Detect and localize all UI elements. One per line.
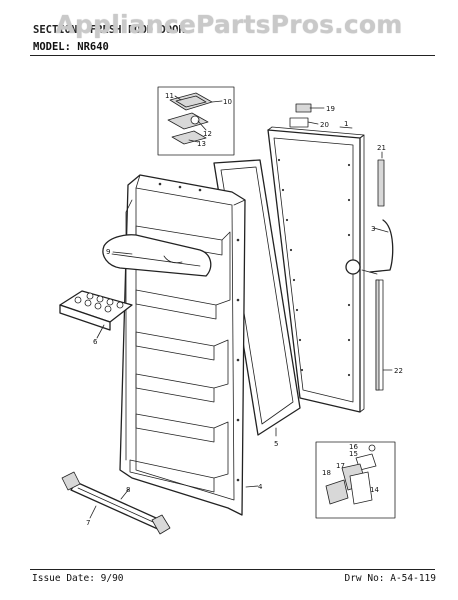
callout-8: 8 [126,486,130,494]
outer-door-1 [267,126,365,413]
callout-22: 22 [394,367,403,375]
callout-4: 4 [258,483,263,491]
watermark: AppliancePartsPros.com [55,10,403,39]
handle-trim-parts [345,159,394,391]
section-title: SECTION: FRESH FOOD DOOR [33,24,185,36]
callout-21: 21 [377,144,386,152]
callout-19: 19 [326,105,335,113]
nameplate-19-20 [289,103,312,128]
shelf-bar-7-8 [61,471,171,535]
callout-16: 16 [349,443,358,451]
callout-18: 18 [322,469,331,477]
callout-6: 6 [93,338,98,346]
callout-13: 13 [197,140,206,148]
callout-5: 5 [274,440,278,448]
callout-10: 10 [223,98,232,106]
detail-box-14-18 [315,441,396,519]
callout-3: 3 [371,225,375,233]
model-number: MODEL: NR640 [33,41,109,53]
callout-15: 15 [349,450,358,458]
callout-1: 1 [344,120,348,128]
issue-date: Issue Date: 9/90 [32,573,124,584]
footer-rule [30,569,435,570]
callout-9: 9 [106,248,110,256]
egg-tray-6 [59,290,133,331]
callout-14: 14 [370,486,379,494]
callout-17: 17 [336,462,345,470]
detail-box-10-13 [157,86,235,156]
door-liner-4 [119,174,246,516]
callout-12: 12 [203,130,212,138]
leader-lines [89,107,393,519]
callout-20: 20 [320,121,329,129]
callout-labels: 1 3 4 5 6 7 8 9 10 11 12 13 14 15 16 17 … [86,92,403,527]
dairy-door-9 [102,234,212,277]
callout-7: 7 [86,519,90,527]
header-rule [30,55,435,56]
drawing-number: Drw No: A-54-119 [344,573,436,584]
callout-11: 11 [165,92,174,100]
